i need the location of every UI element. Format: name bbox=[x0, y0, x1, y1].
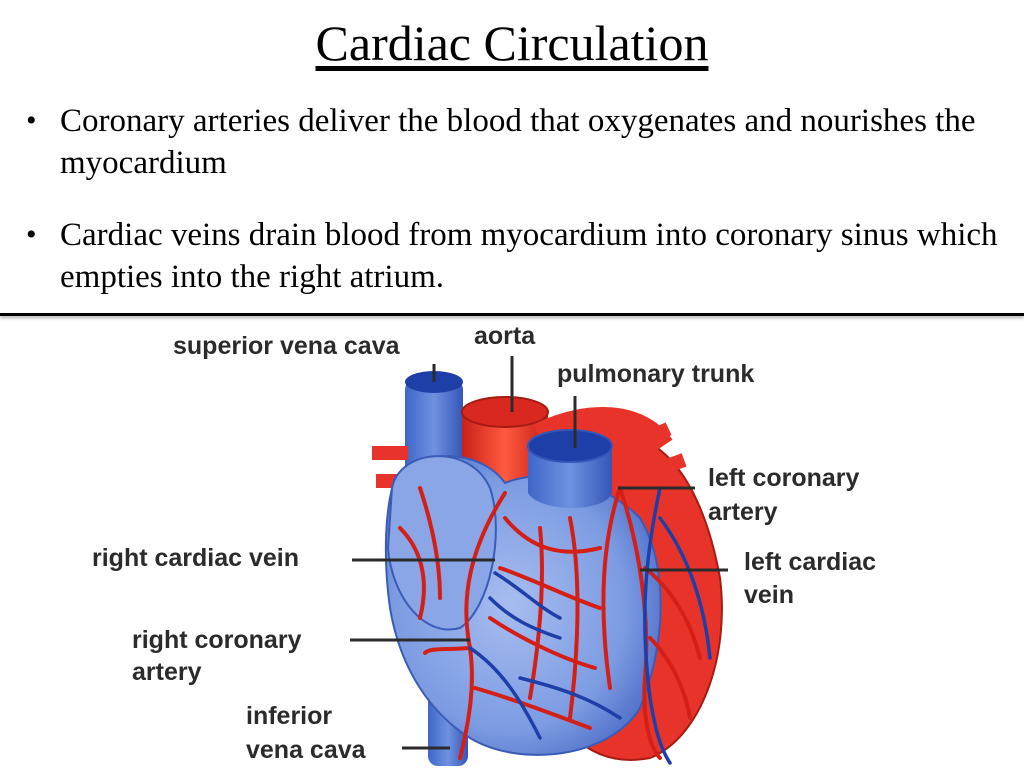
label-line: left cardiac bbox=[744, 548, 876, 576]
pulmonary-trunk-opening bbox=[527, 429, 613, 463]
bullet-dot-icon: • bbox=[26, 104, 37, 137]
bullet-text: Coronary arteries deliver the blood that… bbox=[60, 103, 976, 181]
aorta-opening bbox=[461, 396, 549, 428]
cardiac-veins bbox=[468, 486, 712, 765]
label-line: right coronary bbox=[132, 626, 302, 654]
label-left-cardiac-vein: left cardiac vein bbox=[744, 548, 883, 609]
bullet-text: Cardiac veins drain blood from myocardiu… bbox=[60, 217, 998, 295]
bullet-cardiac-veins: • Cardiac veins drain blood from myocard… bbox=[26, 214, 1001, 298]
slide-title: Cardiac Circulation bbox=[315, 15, 709, 71]
aortic-branch bbox=[653, 453, 687, 477]
label-pulmonary-trunk: pulmonary trunk bbox=[557, 360, 754, 388]
aortic-branch bbox=[638, 422, 672, 448]
heart-diagram: superior vena cava aorta pulmonary trunk… bbox=[92, 322, 883, 766]
bullet-dot-icon: • bbox=[26, 218, 37, 251]
divider-line bbox=[0, 313, 1024, 316]
label-line: left coronary bbox=[708, 464, 860, 492]
label-line: artery bbox=[708, 498, 778, 526]
label-line: vena cava bbox=[246, 736, 367, 764]
label-aorta: aorta bbox=[474, 322, 536, 350]
label-line: artery bbox=[132, 658, 202, 686]
label-inferior-vena-cava: inferior vena cava bbox=[246, 702, 367, 764]
label-left-coronary-artery: left coronary artery bbox=[708, 464, 866, 526]
label-line: vein bbox=[744, 581, 794, 609]
label-right-coronary-artery: right coronary artery bbox=[132, 626, 308, 686]
label-line: inferior bbox=[246, 702, 332, 730]
bullet-list: • Coronary arteries deliver the blood th… bbox=[26, 100, 1001, 328]
bullet-coronary-arteries: • Coronary arteries deliver the blood th… bbox=[26, 100, 1001, 184]
label-right-cardiac-vein: right cardiac vein bbox=[92, 544, 299, 572]
pulmonary-branch bbox=[372, 446, 408, 460]
label-superior-vena-cava: superior vena cava bbox=[173, 332, 401, 360]
leader-lines bbox=[350, 356, 728, 750]
